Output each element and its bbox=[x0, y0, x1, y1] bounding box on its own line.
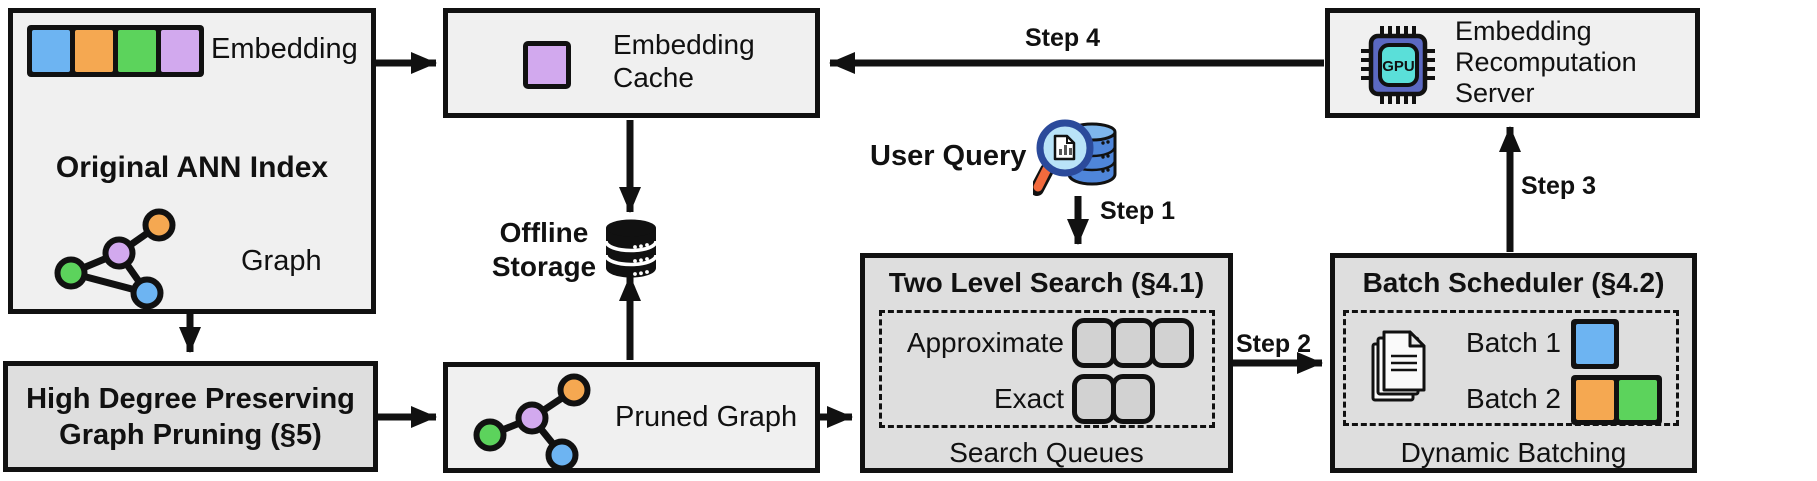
recomputation-server-box: GPU Embedding Recomputation Server bbox=[1325, 8, 1700, 118]
gpu-chip-icon: GPU bbox=[1361, 26, 1435, 104]
batch1-label: Batch 1 bbox=[1466, 327, 1561, 358]
approximate-label: Approximate bbox=[906, 327, 1064, 358]
embedding-cell bbox=[118, 30, 156, 72]
approximate-queue-slots bbox=[1072, 318, 1194, 368]
embedding-vector bbox=[27, 25, 204, 77]
batch2-squares bbox=[1571, 375, 1662, 425]
pruned-graph-label: Pruned Graph bbox=[615, 401, 798, 433]
batch1-squares bbox=[1571, 319, 1619, 369]
search-queues-footer: Search Queues bbox=[949, 437, 1144, 468]
embedding-cell bbox=[161, 30, 199, 72]
step4-label: Step 4 bbox=[1025, 24, 1101, 52]
exact-label: Exact bbox=[993, 383, 1064, 414]
search-queues-panel: Approximate Exact bbox=[879, 310, 1215, 428]
queue-slot bbox=[1150, 318, 1194, 368]
batch-square bbox=[1619, 380, 1657, 420]
ann-index-title: Original ANN Index bbox=[55, 151, 329, 184]
user-query-label: User Query bbox=[870, 140, 1027, 172]
embedding-cell bbox=[75, 30, 113, 72]
batch-square bbox=[1576, 324, 1614, 364]
dynamic-batching-footer: Dynamic Batching bbox=[1400, 437, 1627, 468]
pruned-graph-box: Pruned Graph bbox=[443, 362, 820, 473]
batch2-label: Batch 2 bbox=[1466, 383, 1561, 414]
step2-label: Step 2 bbox=[1236, 330, 1312, 358]
gpu-chip-text: GPU bbox=[1382, 58, 1415, 75]
cached-embedding-square bbox=[523, 41, 571, 89]
queue-slot bbox=[1072, 374, 1116, 424]
embedding-cell bbox=[32, 30, 70, 72]
documents-icon bbox=[1371, 330, 1426, 402]
batch-scheduler-box: Batch Scheduler (§4.2) Batch 1 Batch 2 D… bbox=[1330, 253, 1697, 473]
exact-queue-slots bbox=[1072, 374, 1155, 424]
offline-storage-database-icon bbox=[604, 219, 658, 278]
graph-label: Graph bbox=[241, 245, 322, 277]
embedding-label: Embedding bbox=[211, 33, 358, 65]
two-level-search-box: Two Level Search (§4.1) Approximate Exac… bbox=[860, 253, 1233, 473]
graph-pruning-box: High Degree Preserving Graph Pruning (§5… bbox=[3, 361, 378, 472]
user-query-search-icon bbox=[1033, 119, 1117, 196]
step1-label: Step 1 bbox=[1100, 197, 1176, 225]
original-ann-index-box: Embedding Original ANN Index Graph bbox=[8, 8, 376, 314]
embedding-cache-label: Embedding Cache bbox=[613, 29, 755, 93]
recomputation-server-label: Embedding Recomputation Server bbox=[1455, 16, 1637, 108]
offline-storage-label: Offline Storage bbox=[491, 217, 597, 282]
batch-square bbox=[1576, 380, 1614, 420]
queue-slot bbox=[1111, 374, 1155, 424]
queue-slot bbox=[1072, 318, 1116, 368]
embedding-cache-box: Embedding Cache bbox=[443, 8, 820, 118]
graph-pruning-title: High Degree Preserving Graph Pruning (§5… bbox=[26, 382, 355, 451]
two-level-search-title: Two Level Search (§4.1) bbox=[888, 267, 1205, 298]
ann-graph-icon bbox=[54, 208, 176, 310]
step3-label: Step 3 bbox=[1521, 172, 1597, 200]
pruned-graph-icon bbox=[473, 373, 591, 471]
queue-slot bbox=[1111, 318, 1155, 368]
dynamic-batching-panel: Batch 1 Batch 2 bbox=[1343, 310, 1679, 426]
batch-scheduler-title: Batch Scheduler (§4.2) bbox=[1362, 267, 1665, 298]
